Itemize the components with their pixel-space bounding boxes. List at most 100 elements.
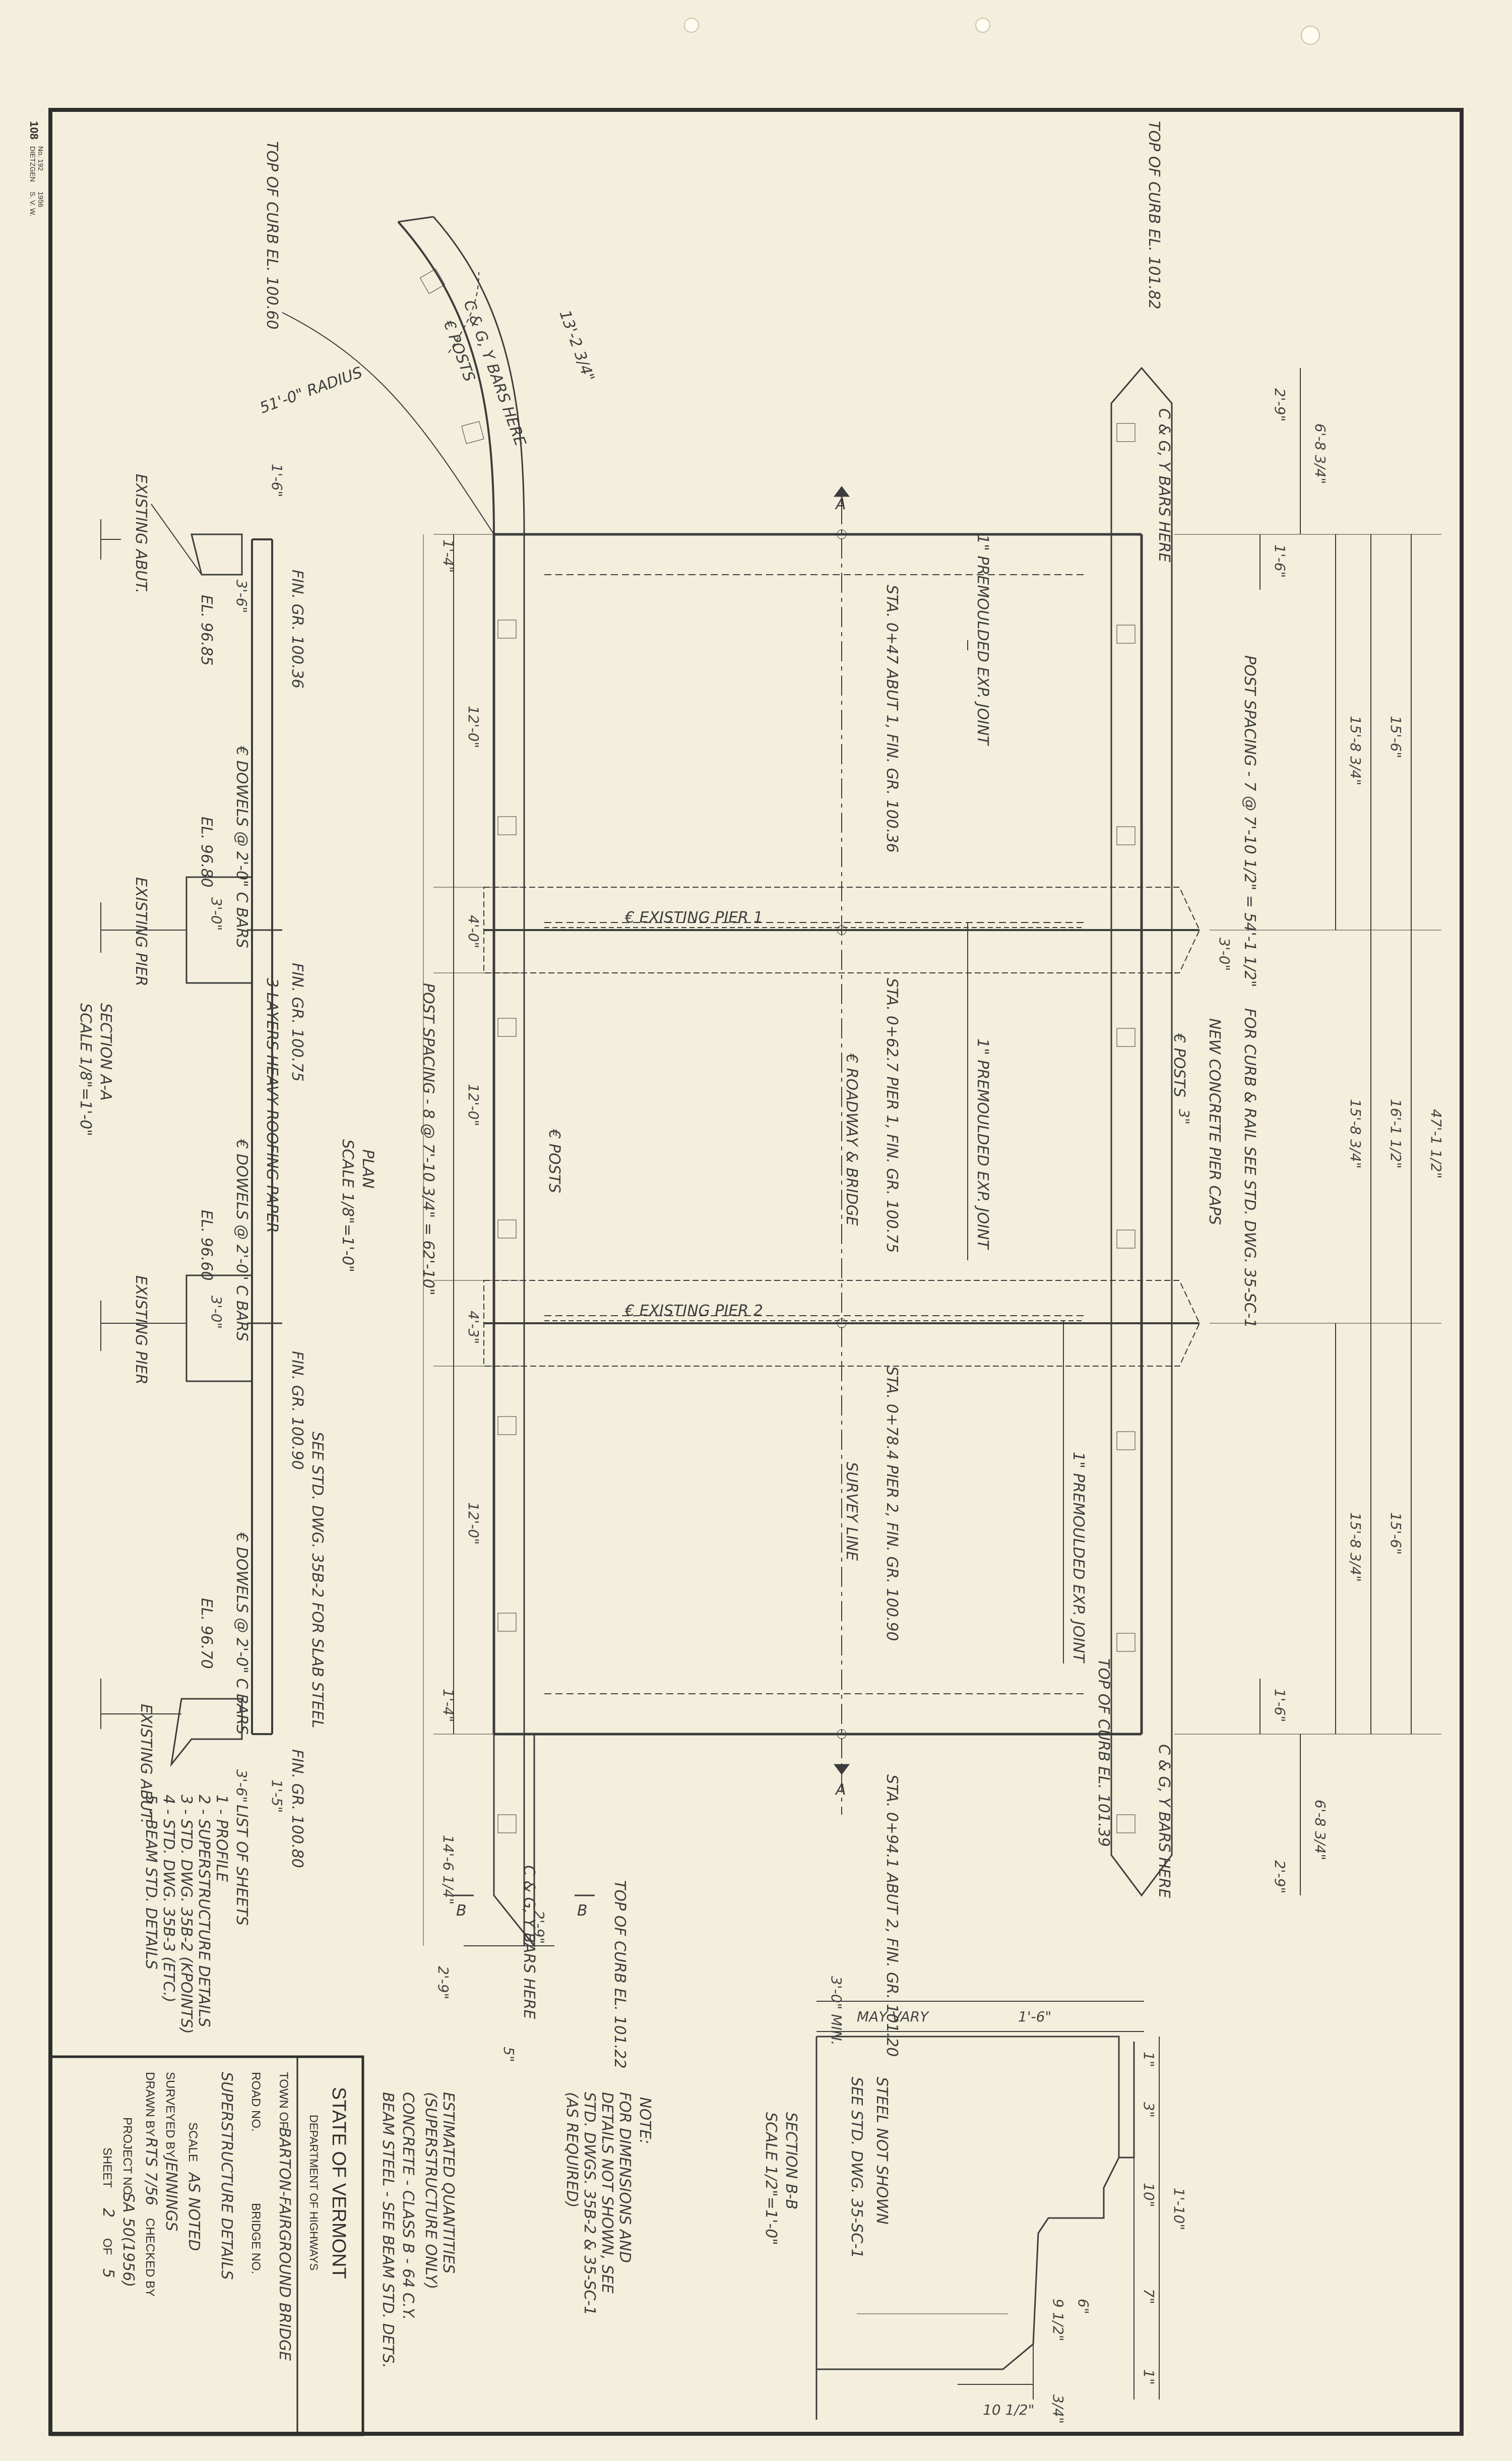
tc-left-bottom: TOP OF CURB EL. 101.22 xyxy=(611,1880,628,2069)
posts-right: € POSTS xyxy=(1170,1033,1188,1097)
sta-pier2: STA. 0+78.4 PIER 2, FIN. GR. 100.90 xyxy=(883,1366,901,1641)
post-spacing-left: POST SPACING - 8 @ 7'-10 3/4" = 62'-10" xyxy=(419,983,437,1296)
sheet-label: SHEET xyxy=(100,2147,114,2188)
dim-6-8-top: 6'-8 3/4" xyxy=(1312,423,1329,484)
stamp-number: 108 xyxy=(28,121,40,140)
fin-gr-2: FIN. GR. 100.75 xyxy=(288,963,306,1082)
dim-1-4-b: 1'-4" xyxy=(440,1689,457,1722)
section-mark-a: A xyxy=(835,496,846,513)
dim-6-8-bot: 6'-8 3/4" xyxy=(1312,1800,1329,1860)
paper-stamp: 108 DIETZGEN No. 192 S. V. W. 1956 xyxy=(28,121,45,216)
radius-label: 51'-0" RADIUS xyxy=(258,363,365,417)
new-caps: NEW CONCRETE PIER CAPS xyxy=(1206,1018,1223,1225)
posts-left: € POSTS xyxy=(545,1129,563,1193)
bb-1-6: 1'-6" xyxy=(1018,2008,1051,2025)
el-3: EL. 96.60 xyxy=(198,1210,215,1281)
dim-4-0: 4'-0" xyxy=(465,915,482,948)
rubber-joint-3: 1" PREMOULDED EXP. JOINT xyxy=(1069,1452,1087,1664)
section-aa-labels: SECTION A-A SCALE 1/8"=1'-0" EXISTING AB… xyxy=(77,464,326,1868)
spacing-2: 3'-0" xyxy=(208,1296,225,1329)
bb-1-b: 1" xyxy=(1141,2369,1157,2385)
dim-15-6-b: 15'-6" xyxy=(1388,1512,1404,1555)
dim-3-6-b: 3'-6" xyxy=(233,1769,250,1803)
rubber-joint-2: 1" PREMOULDED EXP. JOINT xyxy=(974,1038,991,1250)
quantities-notes: ESTIMATED QUANTITIES (SUPERSTRUCTURE ONL… xyxy=(379,2092,654,2368)
dim-1-6: 1'-6" xyxy=(269,464,285,497)
bb-10: 10" xyxy=(1141,2183,1157,2207)
dim-15-8-c: 15'-8 3/4" xyxy=(1347,1512,1364,1582)
drawn-label: DRAWN BY xyxy=(143,2072,157,2136)
section-aa-scale: SCALE 1/8"=1'-0" xyxy=(77,1003,94,1136)
spacing-1: 3'-0" xyxy=(208,897,225,931)
dim-14-6: 14'-6 1/4" xyxy=(440,1835,457,1904)
quantities-subtitle: (SUPERSTRUCTURE ONLY) xyxy=(422,2092,439,2289)
bb-3-4: 3/4" xyxy=(1050,2394,1066,2424)
tc-left-top: TOP OF CURB EL. 100.60 xyxy=(263,141,281,330)
scale-label: SCALE xyxy=(186,2122,200,2162)
bb-1-10: 1'-10" xyxy=(1171,2188,1187,2230)
subject-value: SUPERSTRUCTURE DETAILS xyxy=(218,2072,235,2280)
bb-7: 7" xyxy=(1141,2289,1157,2304)
tc-right-bottom: TOP OF CURB EL. 101.39 xyxy=(1095,1658,1112,1847)
roadway-bridge: € ROADWAY & BRIDGE xyxy=(843,1053,860,1226)
curve-dimension: 13'-2 3/4" xyxy=(555,308,597,384)
section-bb-title: SECTION B-B xyxy=(782,2112,800,2209)
bb-1-a: 1" xyxy=(1141,2052,1157,2067)
bars-here-left: C & G, Y BARS HERE xyxy=(520,1865,538,2019)
dim-3-6-a: 3'-6" xyxy=(233,580,250,613)
list-of-sheets: LIST OF SHEETS 1 - PROFILE 2 - SUPERSTRU… xyxy=(142,1795,250,2034)
list-item: 2 - SUPERSTRUCTURE DETAILS xyxy=(195,1795,213,2027)
surveyed-label: SURVEYED BY xyxy=(163,2072,177,2158)
dim-12-0-a: 12'-0" xyxy=(465,706,482,748)
plan-view xyxy=(282,216,1441,1948)
dowels-1: € DOWELS @ 2'-0" C BARS xyxy=(233,746,250,948)
existing-pier-2-aa: EXISTING PIER xyxy=(132,1275,150,1385)
existing-pier-1: € EXISTING PIER 1 xyxy=(624,909,763,927)
quantities-line: BEAM STEEL - SEE BEAM STD. DETS. xyxy=(379,2092,397,2368)
dim-15-6-a: 15'-6" xyxy=(1388,716,1404,758)
bars-here-bottom: C & G, Y BARS HERE xyxy=(1155,1744,1173,1898)
el-4: EL. 96.70 xyxy=(198,1598,215,1669)
note-title: NOTE: xyxy=(636,2097,654,2144)
existing-abut-top: EXISTING ABUT. xyxy=(132,474,150,593)
bars-here-top: C & G, Y BARS HERE xyxy=(1155,408,1173,562)
dim-1-4-a: 1'-4" xyxy=(440,539,457,573)
project-value: SA 50(1956) xyxy=(119,2193,137,2287)
tc-right-top: TOP OF CURB EL. 101.82 xyxy=(1145,121,1163,310)
list-item: 4 - STD. DWG. 35B-3 (ETC.) xyxy=(160,1795,177,2002)
sheet-border xyxy=(48,108,1464,2436)
fin-gr-3: FIN. GR. 100.90 xyxy=(288,1351,306,1470)
list-item: 3 - STD. DWG. 35B-2 (KPOINTS) xyxy=(177,1795,195,2034)
dim-2-9-top: 2'-9" xyxy=(1272,388,1288,421)
section-mark-a2: A xyxy=(835,1781,846,1799)
bb-min: 3'-0" MIN. xyxy=(828,1976,845,2045)
curb-rail-note: FOR CURB & RAIL SEE STD. DWG. 35-SC-1 xyxy=(1241,1008,1258,1328)
roofing: 3 LAYERS HEAVY ROOFING PAPER xyxy=(263,978,281,1233)
surveyed-value: JENNINGS xyxy=(162,2155,180,2231)
dim-5-a: 5" xyxy=(500,2047,517,2062)
dim-2-9-left: 2'-9" xyxy=(435,1966,452,1999)
dim-15-8-b: 15'-8 3/4" xyxy=(1347,1099,1364,1168)
department-title: DEPARTMENT OF HIGHWAYS xyxy=(307,2115,320,2270)
dim-2-9-l2: 2'-9" xyxy=(531,1911,547,1944)
fin-gr-4: FIN. GR. 100.80 xyxy=(288,1749,306,1868)
punch-hole xyxy=(1301,26,1320,45)
section-bb-view xyxy=(815,2001,1160,2420)
dim-1-5: 1'-5" xyxy=(269,1779,285,1813)
rubber-joint-1: 1" PREMOULDED EXP. JOINT xyxy=(974,534,991,746)
dim-4-3: 4'-3" xyxy=(465,1311,482,1344)
title-block-text: STATE OF VERMONT DEPARTMENT OF HIGHWAYS … xyxy=(99,2072,349,2361)
el-1: EL. 96.85 xyxy=(198,595,215,666)
dim-15-8-a: 15'-8 3/4" xyxy=(1347,716,1364,785)
bridge-label: BRIDGE NO. xyxy=(249,2203,263,2274)
sheet-value: 2 xyxy=(99,2208,117,2218)
section-bb-scale: SCALE 1/2"=1'-0" xyxy=(762,2112,780,2245)
section-mark-b: B xyxy=(456,1902,467,1920)
sta-abut2: STA. 0+94.1 ABUT 2, FIN. GR. 101.20 xyxy=(883,1774,901,2057)
quantities-line: CONCRETE - CLASS B - 64 C.Y. xyxy=(399,2092,417,2320)
dim-3-0: 3'-0" xyxy=(1216,938,1233,971)
section-mark-b2: B xyxy=(577,1902,588,1920)
el-2: EL. 96.80 xyxy=(198,817,215,888)
slab-std: SEE STD. DWG. 35B-2 FOR SLAB STEEL xyxy=(308,1432,326,1728)
